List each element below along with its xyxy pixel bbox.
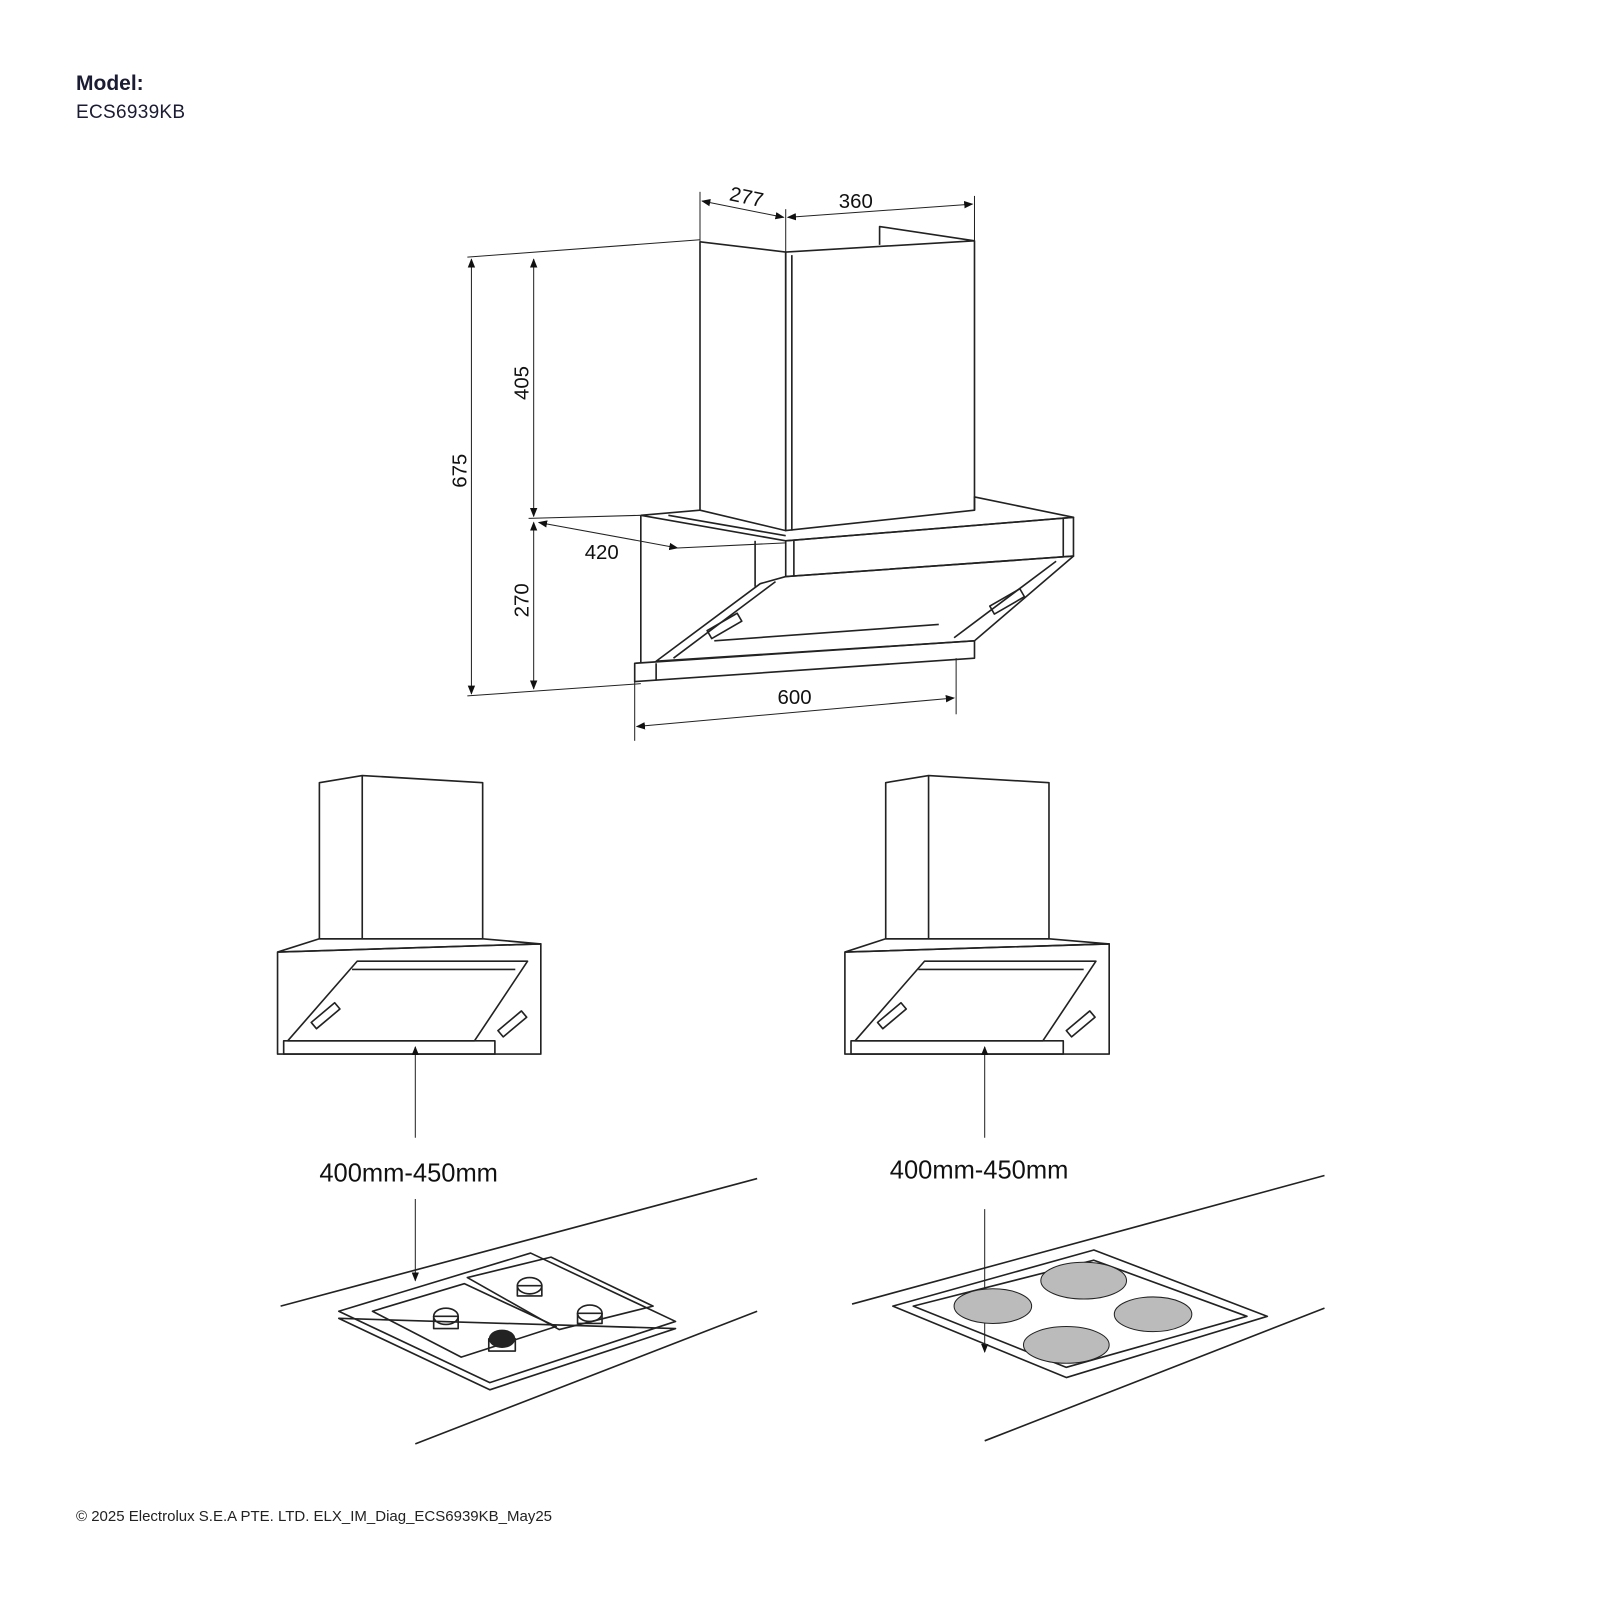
light-left — [876, 1001, 908, 1030]
canopy-top-edge — [640, 509, 701, 517]
burner — [576, 1312, 603, 1325]
gas-hob-clearance-label: 400mm-450mm — [319, 1160, 498, 1188]
cooking-zone — [1040, 1261, 1128, 1300]
gas-hob — [337, 1252, 677, 1391]
light-left — [706, 612, 743, 640]
installation-induction-hob: 400mm-450mm — [844, 774, 1325, 1442]
light-right — [988, 587, 1026, 615]
model-label: Model: — [76, 72, 144, 95]
hob-surface — [337, 1252, 677, 1384]
extension-line — [467, 683, 641, 697]
small-hood-left — [276, 774, 542, 1055]
countertop-edge — [415, 1310, 758, 1445]
extension-line — [677, 542, 786, 549]
extension-line — [528, 514, 641, 519]
countertop-edge — [851, 1174, 1325, 1305]
burner — [487, 1337, 517, 1352]
hob-edge — [337, 1317, 677, 1391]
light-right — [1065, 1010, 1096, 1038]
countertop-edge — [280, 1177, 758, 1307]
model-number: ECS6939KB — [76, 102, 186, 123]
dimension-line-canopy-depth — [537, 520, 679, 551]
bottom-strip — [850, 1040, 1065, 1055]
installation-gas-hob: 400mm-450mm — [276, 774, 758, 1445]
canopy-body — [276, 943, 542, 1055]
side-arm-right — [953, 560, 1057, 639]
dim-chimney-width: 360 — [839, 191, 873, 213]
dim-total-height: 675 — [449, 454, 471, 488]
small-hood-right — [844, 774, 1110, 1055]
glass-panel — [655, 555, 1075, 663]
dimension-line-chimney-width — [786, 201, 974, 221]
dim-canopy-depth: 420 — [585, 542, 619, 564]
canopy-body — [844, 943, 1110, 1055]
glass-edge — [714, 623, 939, 642]
cooking-zone — [953, 1288, 1033, 1324]
induction-hob-clearance-label: 400mm-450mm — [890, 1157, 1069, 1185]
hob-frame — [892, 1249, 1269, 1379]
burner — [432, 1315, 459, 1330]
induction-hob — [892, 1249, 1269, 1379]
countertop-edge — [984, 1307, 1325, 1442]
dim-canopy-height: 270 — [512, 583, 534, 617]
chimney — [318, 774, 484, 940]
bottom-strip — [282, 1040, 496, 1055]
dim-chimney-depth: 277 — [727, 183, 765, 212]
glass-panel — [854, 960, 1097, 1042]
pan-support — [466, 1256, 654, 1331]
glass-panel — [286, 960, 529, 1042]
burner — [516, 1284, 543, 1297]
cooking-zone — [1022, 1326, 1110, 1364]
chimney — [884, 774, 1050, 940]
chimney-back-edge — [878, 225, 975, 245]
cooking-zone — [1113, 1296, 1193, 1333]
canopy-top-edge — [668, 514, 786, 537]
bottom-strip — [633, 640, 976, 683]
main-hood-drawing: 277 360 405 675 270 420 600 — [449, 183, 1075, 741]
footer-copyright: © 2025 Electrolux S.E.A PTE. LTD. ELX_IM… — [76, 1508, 553, 1525]
dim-chimney-height: 405 — [512, 366, 534, 400]
hob-glass — [912, 1259, 1248, 1369]
dimension-line-chimney-depth — [701, 199, 785, 220]
pan-support — [371, 1282, 557, 1358]
extension-line — [467, 239, 701, 258]
light-right — [497, 1010, 528, 1038]
light-left — [310, 1001, 341, 1030]
chimney-front — [784, 240, 976, 532]
chimney-side — [699, 241, 787, 532]
dimension-line-width — [635, 695, 955, 730]
dim-width: 600 — [778, 687, 812, 709]
